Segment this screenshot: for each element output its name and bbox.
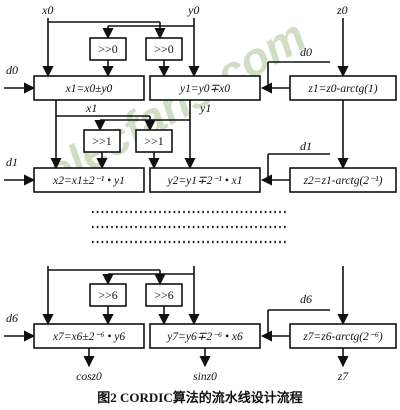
- stage1-y-out-label: y1: [199, 101, 211, 115]
- stage2-x-equation: x2=x1±2⁻¹ • y1: [52, 175, 125, 187]
- stage2-z-box: [289, 167, 397, 193]
- stage1-x-box: [33, 75, 145, 101]
- stage1-z-equation: z1=z0-arctg(1): [307, 83, 377, 95]
- stage1-y-box: [149, 75, 261, 101]
- input-y0-label: y0: [187, 3, 199, 17]
- stage2-y-equation: y2=y1∓2⁻¹ • x1: [166, 175, 242, 187]
- stage7-y-equation: y7=y6∓2⁻⁶ • x6: [166, 331, 243, 343]
- stage2-d-right-label: d1: [300, 139, 312, 153]
- stage7-d-right-label: d6: [300, 292, 312, 306]
- stage1-y-equation: y1=y0∓x0: [179, 83, 230, 95]
- stage2-z-equation: z2=z1-arctg(2⁻¹): [303, 175, 383, 187]
- figure-caption: 图2 CORDIC算法的流水线设计流程: [97, 390, 302, 405]
- stage2-shift-y-label: >>1: [92, 134, 112, 148]
- stage1-x-equation: x1=x0±y0: [65, 83, 113, 95]
- stage1-d-right-label: d0: [300, 45, 312, 59]
- output-sin-label: sinz0: [193, 371, 217, 383]
- stage7-shift-x-label: >>6: [154, 288, 174, 302]
- stage2-x-box: [33, 167, 145, 193]
- stage1-shift-y-label: >>0: [98, 42, 118, 56]
- stage7-z-equation: z7=z6-arctg(2⁻⁶): [302, 331, 383, 343]
- stage2-d-left-label: d1: [6, 155, 18, 169]
- output-z-label: z7: [337, 371, 349, 383]
- input-z0-label: z0: [336, 3, 348, 17]
- stage1-d-left-label: d0: [6, 63, 18, 77]
- stage2-y-box: [149, 167, 261, 193]
- stage1-shift-x-label: >>0: [154, 42, 174, 56]
- stage1-z-box: [289, 75, 397, 101]
- stage7-shift-y-label: >>6: [98, 288, 118, 302]
- stage2-shift-x-label: >>1: [144, 134, 164, 148]
- stage7-x-equation: x7=x6±2⁻⁶ • y6: [52, 331, 125, 343]
- stage7-d-left-label: d6: [6, 311, 18, 325]
- output-cos-label: cosz0: [76, 371, 102, 383]
- stage1-x-out-label: x1: [85, 101, 97, 115]
- input-x0-label: x0: [41, 3, 53, 17]
